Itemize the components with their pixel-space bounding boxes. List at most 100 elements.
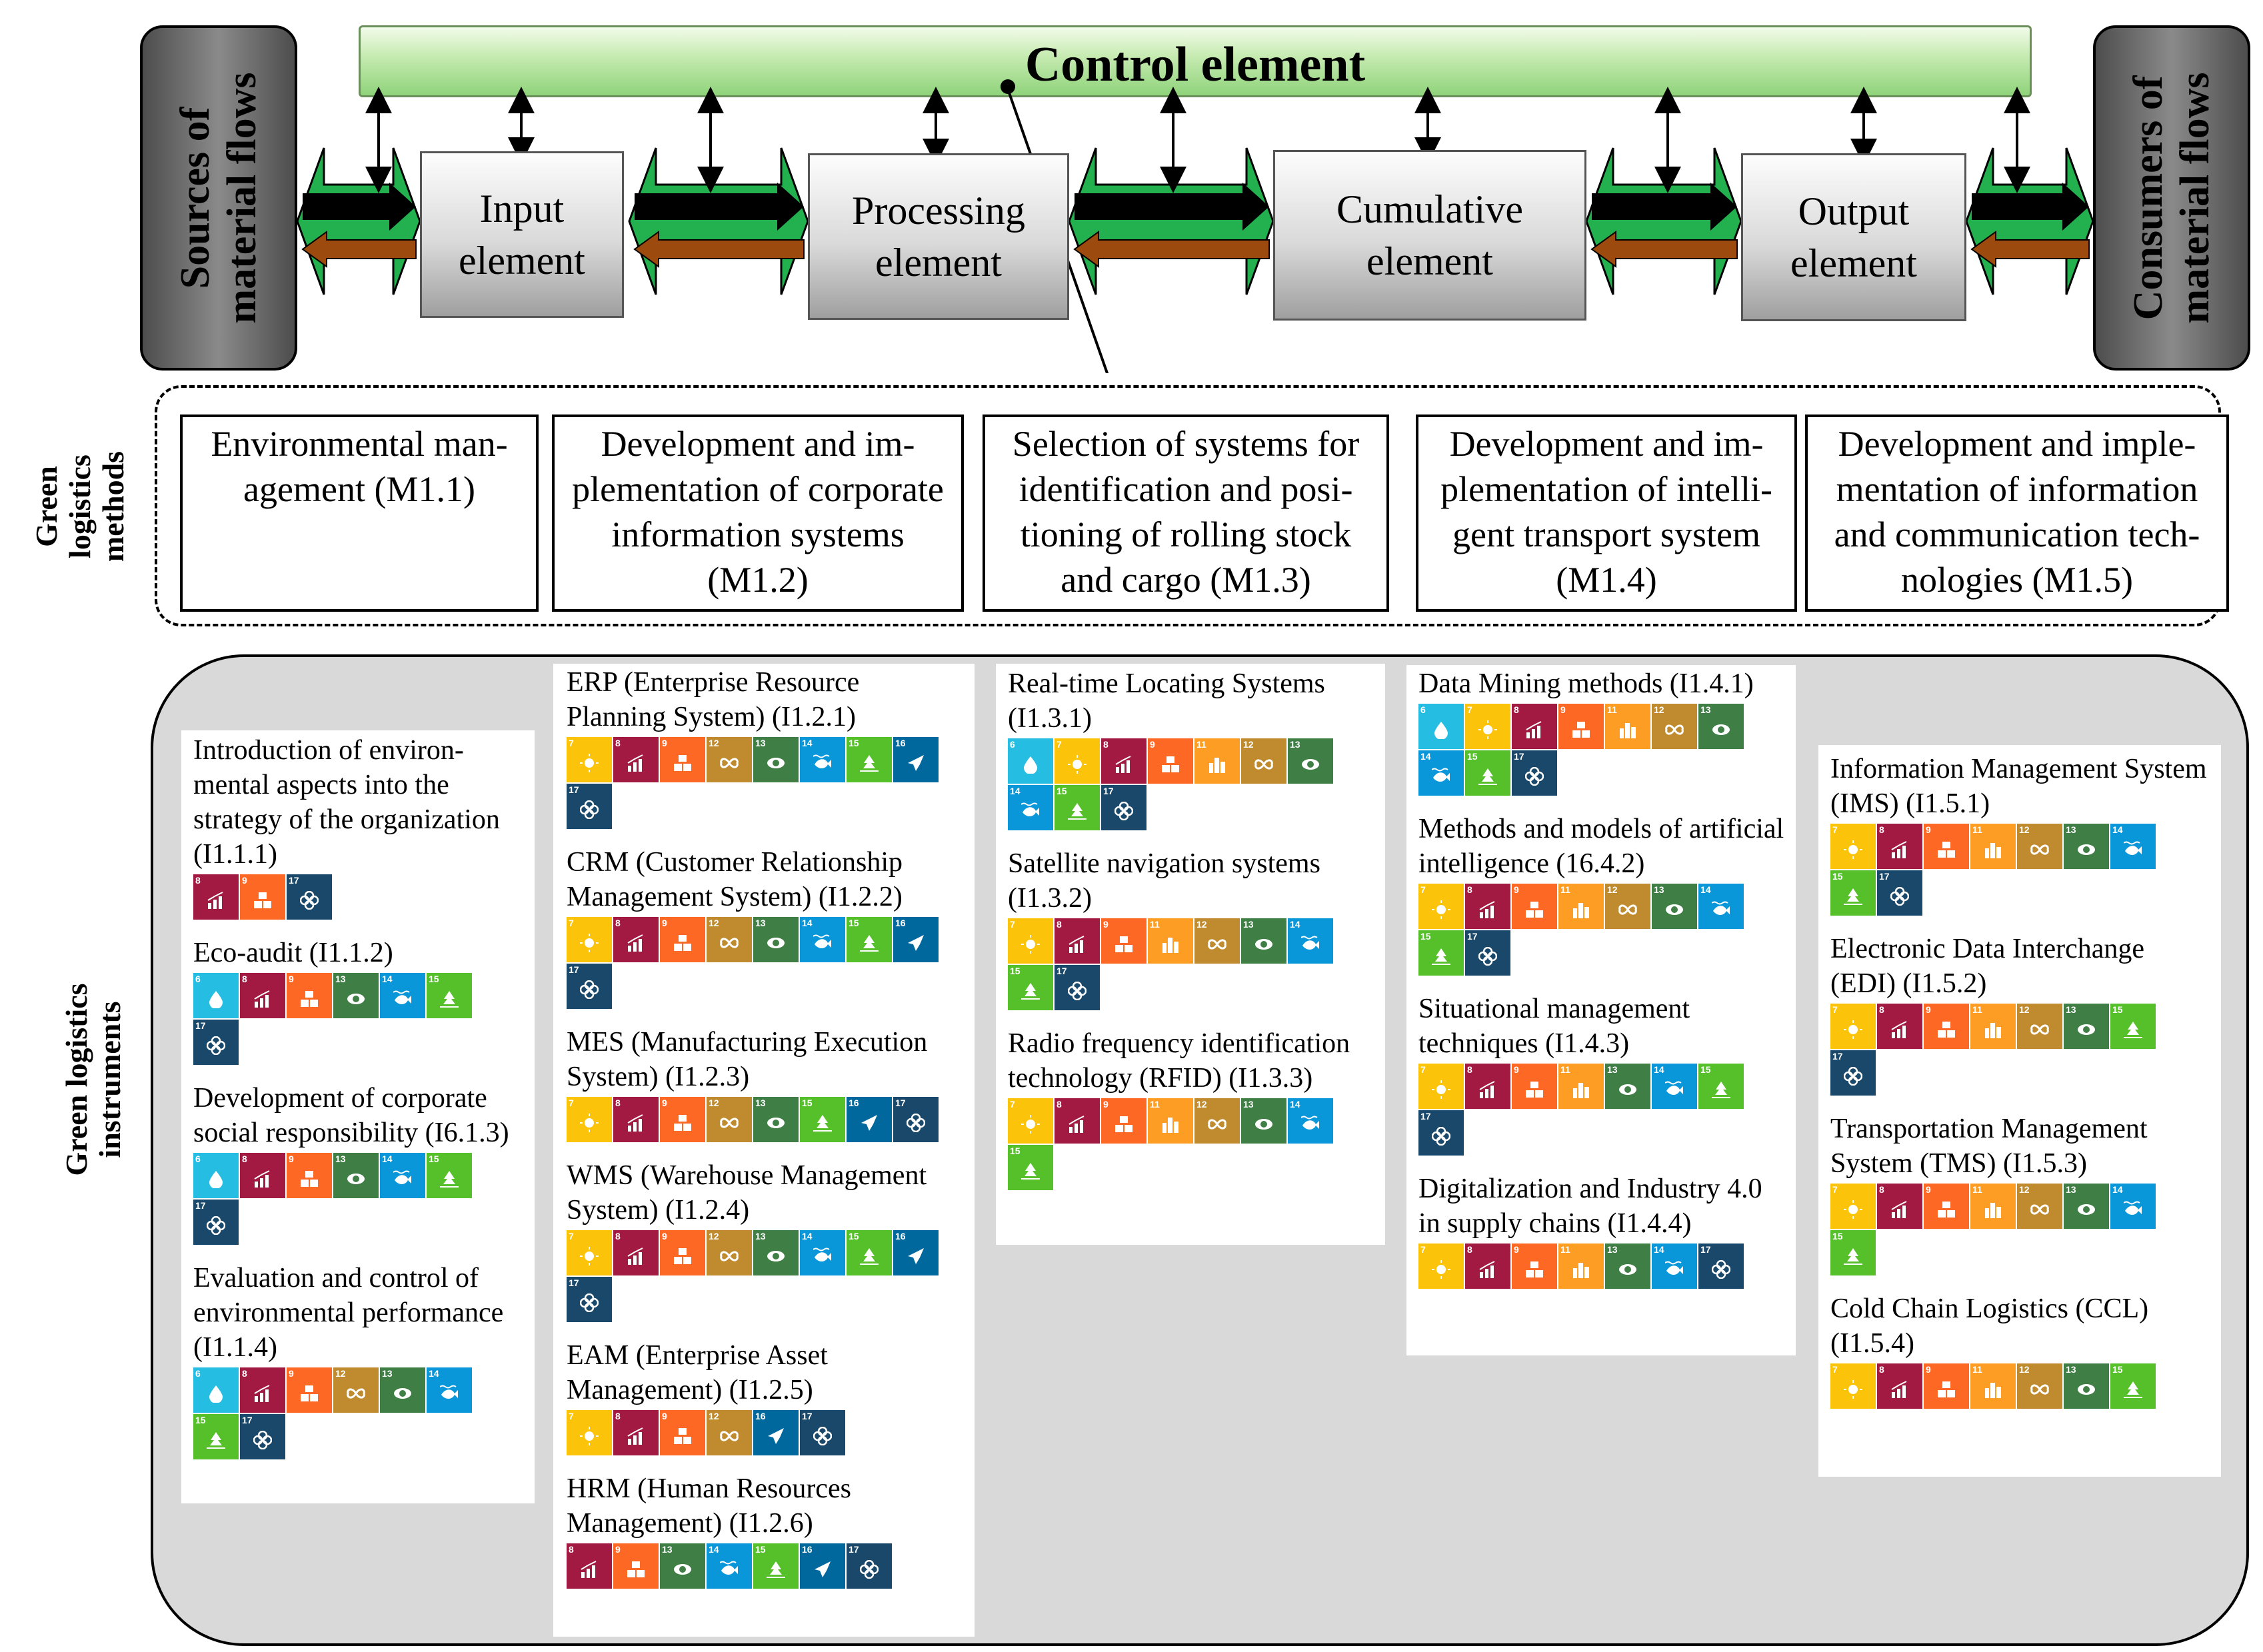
sdg-number: 13 [1243,919,1254,930]
sdg-14-symbol-icon [2124,1201,2142,1216]
sdg-number: 14 [1420,751,1431,762]
instrument-title-line: Real-time Locating Systems [1008,668,1325,699]
sdg-number: 14 [1290,919,1300,930]
sdg-9-symbol-icon [1938,1381,1955,1398]
sdg-13-icon: 13 [2064,1004,2109,1049]
sdg-8-symbol-icon [254,1170,270,1188]
sdg-number: 15 [849,918,859,928]
instrument-title-line: System) (I1.2.4) [567,1195,750,1226]
sdg-17-symbol-icon [253,1431,272,1450]
sdg-6-icon: 6 [1008,738,1053,784]
instrument-title-line: MES (Manufacturing Execution [567,1027,928,1058]
processing-element: Processing element [808,153,1069,320]
sdg-12-icon: 12 [2017,824,2062,869]
sdg-17-icon: 17 [800,1410,845,1455]
sdg-14-icon: 14 [380,1153,425,1198]
sdg-number: 12 [1196,1099,1207,1110]
sdg-7-icon: 7 [1830,1004,1876,1049]
instrument-title: Data Mining methods (I1.4.1) [1418,666,1754,701]
sdg-14-icon: 14 [1008,785,1053,830]
sdg-7-symbol-icon [1432,1080,1450,1100]
sdg-number: 13 [662,1544,673,1555]
sdg-number: 9 [1560,704,1566,715]
sdg-13-symbol-icon [2078,1384,2095,1395]
sdg-13-symbol-icon [2078,1204,2095,1216]
sdg-8-icon: 8 [613,917,659,962]
sdg-number: 11 [1560,884,1570,895]
sdg-number: 14 [1654,1244,1664,1255]
instrument-title-line: Radio frequency identification [1008,1028,1350,1059]
sdg-17-symbol-icon [1844,1067,1862,1086]
method-m1-3: Selection of systems for identification … [983,414,1389,612]
sdg-11-icon: 11 [1558,1064,1604,1109]
sdg-8-icon: 8 [193,874,239,920]
sdg-11-symbol-icon [1573,1263,1589,1279]
instrument-title-line: Evaluation and control of [193,1263,479,1293]
sdg-15-symbol-icon [1021,1163,1040,1180]
sdg-number: 8 [615,738,621,748]
sdg-8-symbol-icon [1479,901,1495,919]
sdg-number: 13 [335,1154,346,1164]
sdg-9-symbol-icon [1115,936,1132,953]
instrument-title-line: strategy of the organization [193,804,500,835]
sdg-number: 9 [1514,1064,1519,1075]
sdg-15-icon: 15 [1418,930,1464,976]
instrument-title-line: Introduction of environ- [193,735,464,766]
sdg-14-symbol-icon [813,1247,831,1262]
control-element: Control element [359,25,2032,97]
sdg-7-icon: 7 [1055,738,1100,784]
sdg-number: 13 [335,974,346,984]
sdg-8-symbol-icon [207,892,223,910]
sdg-14-icon: 14 [380,973,425,1018]
sdg-number: 13 [1290,739,1300,750]
sdg-number: 15 [1010,1146,1021,1156]
sdg-8-icon: 8 [613,737,659,782]
material-flow-arrow-1 [303,183,416,231]
sdg-15-icon: 15 [1830,870,1876,916]
consumers-of-material-flows: Consumers of material flows [2093,25,2250,371]
sdg-7-symbol-icon [580,1247,599,1266]
sdg-17-symbol-icon [813,1427,832,1446]
sdg-number: 8 [615,1411,621,1421]
sdg-15-icon: 15 [847,1230,892,1275]
sdg-13-icon: 13 [753,917,799,962]
sdg-number: 14 [1290,1099,1300,1110]
instrument-title-line: CRM (Customer Relationship [567,847,903,878]
sdg-number: 8 [1467,1244,1472,1255]
sdg-14-icon: 14 [1418,750,1464,796]
sdg-number: 11 [1972,1004,1982,1015]
sdg-number: 7 [1467,704,1472,715]
sdg-17-icon: 17 [893,1097,939,1142]
sdg-number: 6 [195,1154,201,1164]
sdg-15-symbol-icon [1712,1082,1730,1099]
sdg-number: 12 [2019,1184,2030,1195]
sdg-17-icon: 17 [193,1200,239,1245]
sdg-13-symbol-icon [1712,724,1730,736]
sdg-13-symbol-icon [1255,939,1272,950]
sdg-7-icon: 7 [1830,1363,1876,1409]
sdg-7-icon: 7 [1418,1064,1464,1109]
sdg-12-symbol-icon [720,1251,739,1261]
sdg-7-symbol-icon [580,1427,599,1446]
instrument-title: Electronic Data Interchange(EDI) (I1.5.2… [1830,932,2144,1001]
sdg-number: 17 [1420,1111,1431,1122]
flow-connectors [296,79,2094,373]
sdg-number: 7 [1010,1099,1015,1110]
instrument-column-m1-2 [553,664,975,1637]
sdg-17-icon: 17 [193,1020,239,1065]
sdg-9-icon: 9 [287,1367,332,1413]
sdg-13-symbol-icon [2078,1024,2095,1036]
sdg-17-symbol-icon [1432,1127,1450,1146]
sdg-15-icon: 15 [2110,1363,2156,1409]
material-flow-arrow-2 [635,183,804,231]
